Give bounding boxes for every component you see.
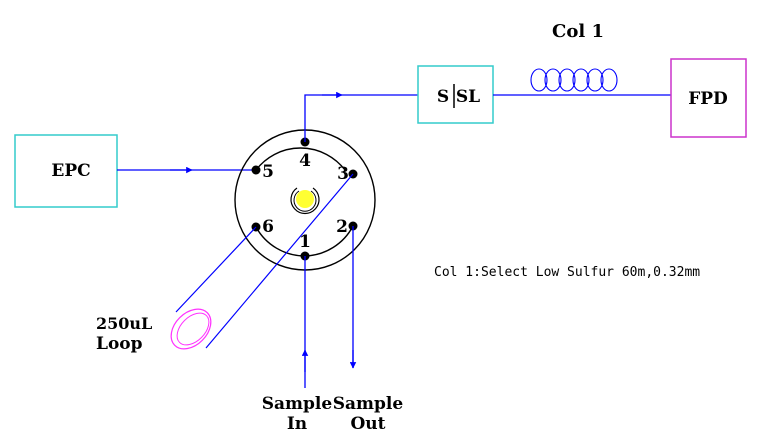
sample-in-label-line1: Sample [262,394,333,414]
column-coil [530,68,618,92]
rotor-center-ring [290,187,320,215]
epc-box [14,134,118,208]
port-5-label: 5 [262,162,274,182]
port-5-dot [251,165,261,175]
rotor-center-ring-inner [293,190,317,212]
column-spec-text: Col 1:Select Low Sulfur 60m,0.32mm [434,265,700,280]
port-2-label: 2 [336,217,348,237]
sample-out-label-line1: Sample [333,394,404,414]
inlet-label-sl: SL [456,87,480,107]
port-4-label: 4 [299,151,311,171]
loop-ring-inner [176,312,210,346]
loop-volume-label: 250uL [96,314,152,333]
port-1-label: 1 [299,232,311,252]
port4-to-inlet-line [304,94,418,142]
rotor-center-dot [296,190,314,208]
rotor-groove-1-2 [304,225,354,257]
sample-in-label-line2: In [287,414,307,434]
rotor-groove-6-1 [255,226,306,257]
loop-ring-outer [170,308,212,350]
sample-out-label-line2: Out [350,414,385,434]
column-title: Col 1 [552,21,604,42]
port-3-label: 3 [337,164,349,184]
loop-line-from-port6 [175,226,257,313]
port-6-label: 6 [262,217,274,237]
loop-name-label: Loop [96,334,143,354]
loop-line-from-port3 [205,173,354,349]
rotor-groove-5-4-3 [255,147,346,171]
inlet-label-s: S [437,87,449,107]
fpd-label: FPD [688,89,728,109]
epc-label: EPC [51,161,90,181]
fpd-box [670,58,747,138]
